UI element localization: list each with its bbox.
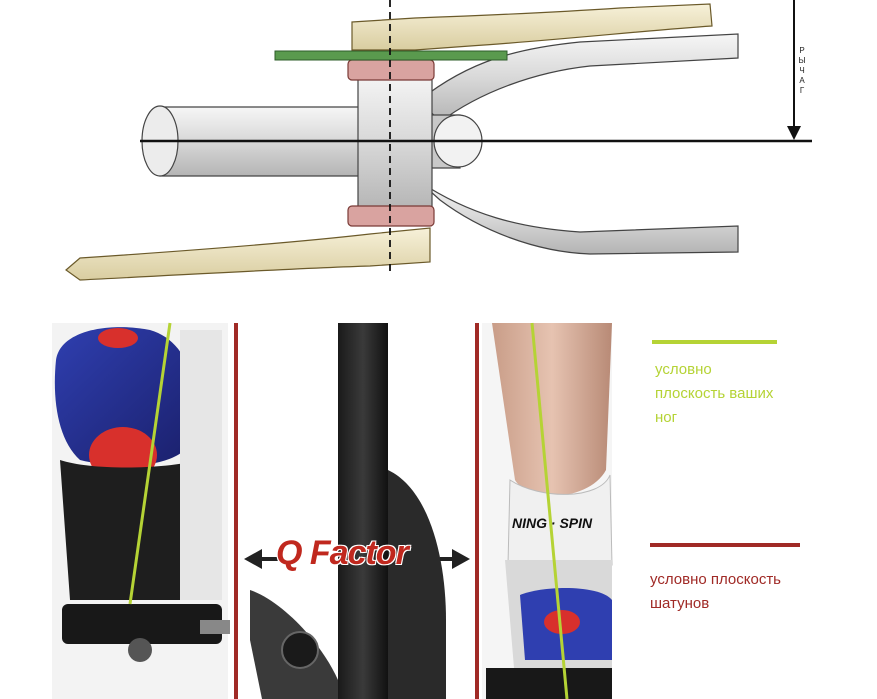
- shoe-blue-upper: [54, 327, 197, 466]
- lever-label-letter: Ы: [798, 56, 806, 65]
- pedal-right: [486, 668, 612, 699]
- legend-legs-line: ног: [655, 409, 678, 426]
- shoe-white-side: [180, 330, 222, 600]
- pedal-left: [62, 604, 222, 644]
- legend-legs-line: плоскость ваших: [655, 385, 774, 402]
- crank-arm-left: [65, 227, 431, 281]
- photo-right-leg: NING · SPIN: [482, 322, 613, 699]
- photo-center-wheel: [240, 323, 472, 699]
- sock-brand: NING · SPIN: [512, 515, 593, 531]
- crank-arm-right: [351, 3, 713, 51]
- lever-label-letter: А: [799, 76, 805, 85]
- leg-calf: [492, 323, 612, 497]
- q-factor-arrowhead-left: [244, 549, 262, 569]
- lever-arrowhead: [787, 126, 801, 140]
- pedal-spindle-left: [200, 620, 230, 634]
- legs-line-left: [128, 322, 172, 605]
- pedal-axle-left: [128, 638, 152, 662]
- legend-cranks-label: условно плоскость шатунов: [650, 568, 870, 616]
- shoe-right-red: [544, 610, 580, 634]
- legs-line-right: [530, 322, 569, 699]
- shoe-red-vent: [98, 328, 138, 348]
- chain-stay-lower: [419, 181, 739, 255]
- bb-cup-bottom: [347, 205, 435, 227]
- lever-label-letter: Г: [799, 86, 805, 95]
- shoe-sole: [60, 460, 212, 600]
- chainring-disc: [388, 470, 446, 699]
- chain-stay-upper: [419, 33, 739, 123]
- legend-legs-line: условно: [655, 361, 712, 378]
- sock: [507, 474, 613, 566]
- legend-legs-label: условно плоскость ваших ног: [655, 358, 855, 430]
- crank-bolt: [281, 631, 319, 669]
- lever-label-letter: Ч: [799, 66, 805, 75]
- chainring: [274, 50, 508, 61]
- frame-drawing: [65, 0, 812, 281]
- q-factor-arrowhead-right: [452, 549, 470, 569]
- q-factor-arrow: [244, 549, 470, 569]
- lever-label-letter: Р: [799, 46, 805, 55]
- photo-left-shoe: [52, 322, 230, 699]
- bb-cup-top: [347, 59, 435, 81]
- legend-cranks-line: шатунов: [650, 595, 710, 612]
- wheel-tire: [338, 323, 388, 699]
- q-factor-label: Q Factor: [276, 534, 409, 572]
- legend-cranks-line: условно плоскость: [650, 571, 782, 588]
